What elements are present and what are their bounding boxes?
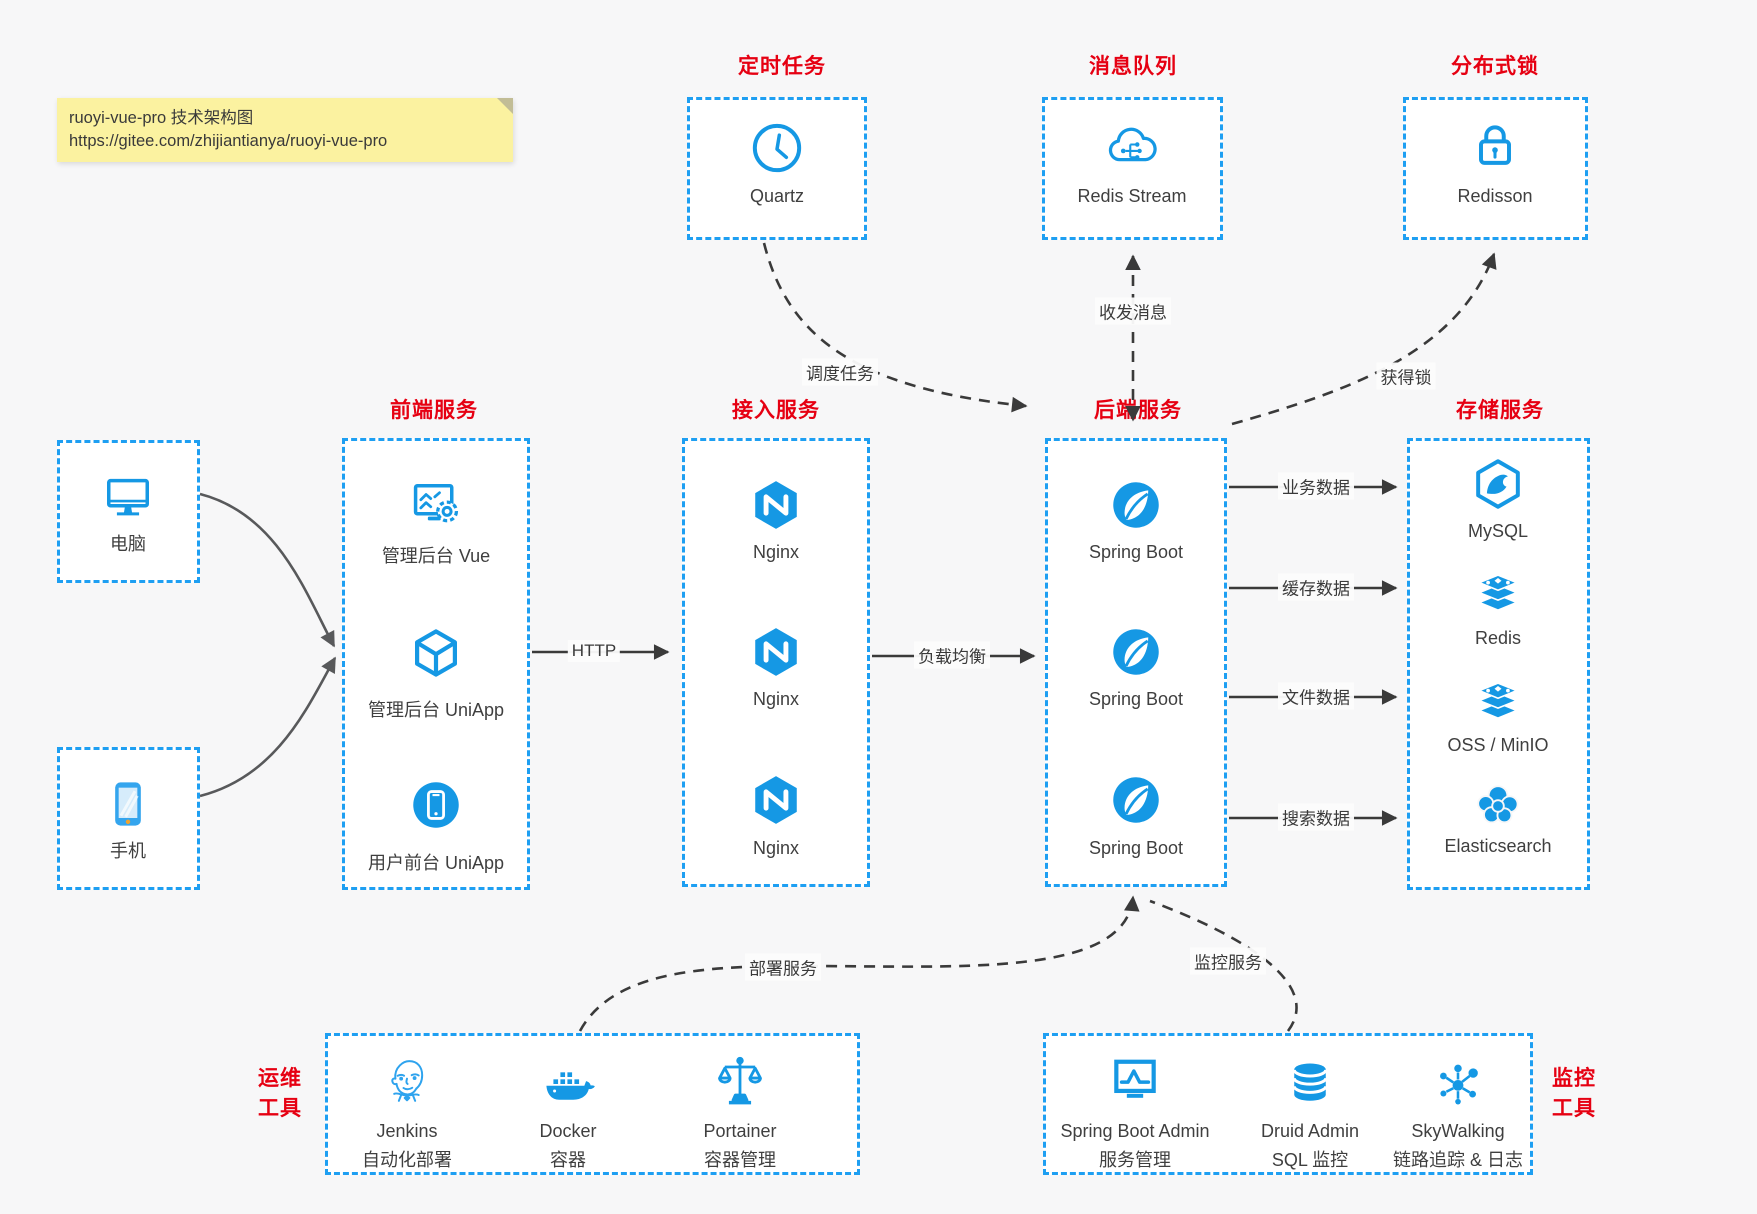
edge-label-cache-data: 缓存数据 (1278, 573, 1354, 601)
nginx-icon (748, 624, 804, 680)
docker-icon (540, 1056, 596, 1112)
item-label-nginx-1: Nginx (752, 542, 800, 562)
admin-vue-icon (408, 477, 464, 533)
spring-boot-icon (1108, 624, 1164, 680)
connector-pc-frontend (199, 492, 336, 648)
edge-label-deploy-service: 部署服务 (745, 953, 821, 981)
ops-side-label-line1: 运维 (258, 1067, 302, 1090)
mysql-icon (1470, 456, 1526, 512)
spring-boot-icon (1108, 477, 1164, 533)
note-title: ruoyi-vue-pro 技术架构图 (69, 109, 254, 127)
note-url: https://gitee.com/zhijiantianya/ruoyi-vu… (69, 132, 388, 150)
item-label-quartz: Quartz (749, 186, 805, 206)
item-label-admin-vue: 管理后台 Vue (381, 546, 491, 566)
item-sublabel-jenkins: 自动化部署 (362, 1150, 452, 1170)
monitoring-side-label-line1: 监控 (1552, 1067, 1596, 1090)
elasticsearch-icon (1470, 778, 1526, 834)
ops-side-label: 运维 工具 (249, 1064, 311, 1124)
item-label-mysql: MySQL (1467, 521, 1529, 541)
edge-label-load-balance: 负载均衡 (914, 641, 990, 669)
clock-icon (749, 120, 805, 176)
desktop-icon (100, 469, 156, 525)
item-label-spring-3: Spring Boot (1088, 838, 1184, 858)
monitoring-side-label-line2: 工具 (1552, 1097, 1596, 1120)
device-label-pc: 电脑 (110, 534, 146, 554)
group-box-mq (1042, 97, 1223, 240)
connector-phone-frontend (199, 656, 337, 798)
smartphone-icon (100, 776, 156, 832)
edge-label-acquire-lock: 获得锁 (1376, 362, 1436, 390)
spring-boot-icon (1108, 772, 1164, 828)
connector-acquire-lock (1231, 252, 1497, 426)
item-label-redis: Redis (1474, 628, 1522, 648)
item-label-spring-1: Spring Boot (1088, 542, 1184, 562)
item-label-druid: Druid Admin (1260, 1121, 1360, 1141)
edge-label-search-data: 搜索数据 (1278, 803, 1354, 831)
item-label-spring-2: Spring Boot (1088, 689, 1184, 709)
group-box-ops (325, 1033, 860, 1175)
item-label-portainer: Portainer (703, 1121, 777, 1141)
item-sublabel-docker: 容器 (550, 1150, 586, 1170)
skywalking-icon (1430, 1055, 1486, 1111)
item-label-nginx-2: Nginx (752, 689, 800, 709)
group-title-gateway: 接入服务 (732, 399, 820, 422)
item-sublabel-skywalking: 链路追踪 & 日志 (1392, 1150, 1524, 1170)
device-label-phone: 手机 (110, 841, 146, 861)
item-label-sba: Spring Boot Admin (1060, 1121, 1210, 1141)
item-label-oss-minio: OSS / MinIO (1447, 735, 1549, 755)
item-sublabel-druid: SQL 监控 (1271, 1150, 1349, 1170)
item-label-docker: Docker (539, 1121, 597, 1141)
redis-stack-icon (1470, 672, 1526, 728)
druid-icon (1282, 1055, 1338, 1111)
edge-label-file-data: 文件数据 (1278, 682, 1354, 710)
item-label-admin-uniapp: 管理后台 UniApp (367, 700, 505, 720)
ops-side-label-line2: 工具 (258, 1097, 302, 1120)
nginx-icon (748, 772, 804, 828)
edge-label-send-receive-message: 收发消息 (1095, 297, 1171, 325)
uniapp-cube-icon (408, 625, 464, 681)
portainer-icon (712, 1053, 768, 1109)
item-label-jenkins: Jenkins (376, 1121, 438, 1141)
group-title-frontend: 前端服务 (390, 399, 478, 422)
item-label-redisson: Redisson (1457, 186, 1533, 206)
connector-deploy-service (578, 895, 1140, 1032)
note-fold-corner (497, 98, 513, 114)
item-sublabel-sba: 服务管理 (1099, 1150, 1171, 1170)
edge-label-schedule-task: 调度任务 (802, 358, 878, 386)
nginx-icon (748, 477, 804, 533)
sticky-note: ruoyi-vue-pro 技术架构图 https://gitee.com/zh… (57, 98, 513, 162)
jenkins-icon (379, 1053, 435, 1109)
redis-stack-icon (1470, 564, 1526, 620)
group-title-lock: 分布式锁 (1451, 55, 1539, 78)
edge-label-http: HTTP (567, 640, 621, 662)
group-title-mq: 消息队列 (1089, 55, 1177, 78)
mobile-app-icon (408, 777, 464, 833)
item-sublabel-portainer: 容器管理 (704, 1150, 776, 1170)
item-label-nginx-3: Nginx (752, 838, 800, 858)
spring-boot-admin-icon (1107, 1053, 1163, 1109)
group-box-lock (1403, 97, 1588, 240)
group-box-monitoring (1043, 1033, 1533, 1175)
group-title-scheduled: 定时任务 (738, 55, 826, 78)
item-label-skywalking: SkyWalking (1411, 1121, 1505, 1141)
edge-label-business-data: 业务数据 (1278, 472, 1354, 500)
group-title-backend: 后端服务 (1094, 399, 1182, 422)
item-label-user-uniapp: 用户前台 UniApp (367, 853, 505, 873)
monitoring-side-label: 监控 工具 (1543, 1064, 1605, 1124)
item-label-elasticsearch: Elasticsearch (1444, 836, 1552, 856)
item-label-redis-stream: Redis Stream (1077, 186, 1187, 206)
group-title-storage: 存储服务 (1456, 399, 1544, 422)
lock-icon (1467, 118, 1523, 174)
edge-label-monitor-service: 监控服务 (1190, 947, 1266, 975)
cloud-queue-icon (1104, 120, 1160, 176)
